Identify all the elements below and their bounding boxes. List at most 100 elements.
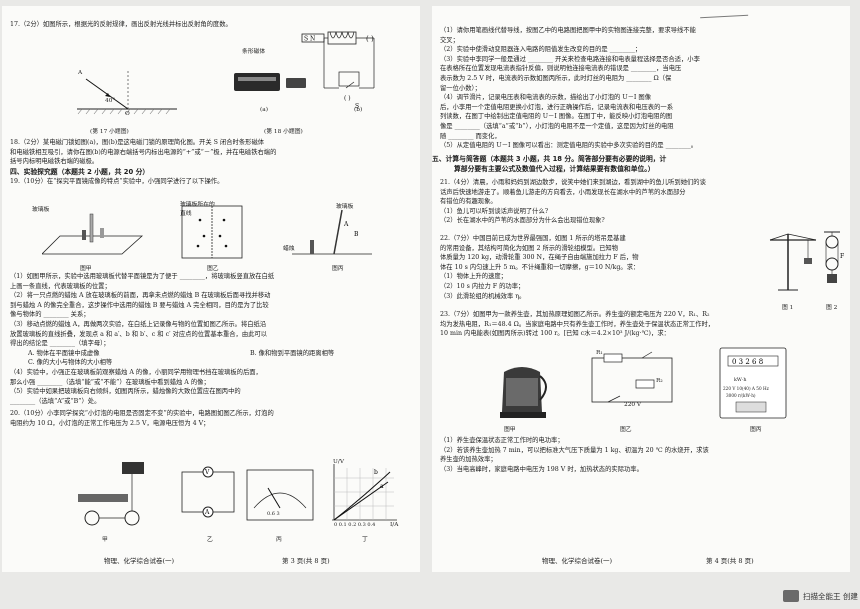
q21-block: 21.（4分）清晨，小雨和妈妈到湖边散步，说笑中她们来到湖边，看到湖中的鱼儿听到… bbox=[440, 178, 850, 226]
r-line-9: 后，小李用一个定值电阻更换小灯泡，进行正确操作后，记录电流表和电压表的一系 bbox=[440, 103, 673, 111]
svg-text:A: A bbox=[343, 221, 349, 228]
fig18-label-b: (b) bbox=[354, 107, 363, 113]
q18-block: 18.（2分）某电磁门锁如图(a)，图(b)是这电磁门锁的原理简化图。开关 S … bbox=[10, 138, 420, 186]
fig20-caption-ding: 丁 bbox=[362, 537, 368, 543]
q21-line-1: 21.（4分）清晨，小雨和妈妈到湖边散步，说笑中她们来到湖边，看到湖中的鱼儿听到… bbox=[440, 179, 706, 186]
r-line-7: 留一位小数）； bbox=[440, 84, 481, 92]
q21-line-5: （2）长在湖水中的芦苇的水面部分为什么会出现错位现象? bbox=[440, 217, 605, 225]
q19-line-12: （5）实验中如果把玻璃板向右倾斜，如图丙所示，蜡烛像的大致位置应在图丙中的 bbox=[10, 388, 241, 396]
fig23-meter-rate: 3000 r/(kW·h) bbox=[726, 393, 756, 398]
fig19-line-label: 玻璃板所在的直线 bbox=[180, 202, 215, 217]
fig22-caption-2: 图 2 bbox=[826, 305, 838, 311]
q22-block: 22.（7分）中国目前已成为世界最强国，如图 1 所示的塔吊是基建 的常用设备，… bbox=[440, 234, 760, 301]
fig23-voltage-label: 220 V bbox=[624, 402, 642, 408]
q19-block: （1）如图甲所示，实验中选用玻璃板代替平面镜是为了便于 ________，将玻璃… bbox=[10, 272, 420, 429]
q19-line-10: （4）实验中，小强正在玻璃板前观察蜡烛 A 的像，小丽同学用物理书挡在玻璃板的后… bbox=[10, 368, 262, 376]
svg-text:0 3 2 6 8: 0 3 2 6 8 bbox=[732, 358, 763, 366]
svg-text:( ): ( ) bbox=[366, 35, 374, 43]
fig23-caption-yi: 图乙 bbox=[620, 427, 632, 433]
section-5-line-2: 算部分要有主要公式及数值代入过程，计算结果要有数值和单位。） bbox=[454, 165, 655, 173]
fig23-caption-bing: 图丙 bbox=[750, 427, 762, 433]
q19-option-a: A. 物体在平面镜中成虚像 bbox=[28, 349, 100, 357]
q19-line-6: 像与物体的 ________ 关系； bbox=[10, 311, 90, 319]
svg-text:F: F bbox=[840, 253, 844, 260]
fig23-meter-unit: kW·h bbox=[734, 378, 747, 383]
q19-line-5: 到与蜡烛 A 的像完全重合，这步操作中选用的蜡烛 B 要与蜡烛 A 完全相同，目… bbox=[10, 301, 269, 309]
fig23-r2-label: R₂ bbox=[656, 378, 663, 384]
fig18-label-a: (a) bbox=[260, 107, 268, 113]
fig17-caption: (第 17 小题图) bbox=[90, 129, 129, 135]
fig19-candle-label: 蜡烛 bbox=[283, 246, 295, 252]
q20-line-2: 电阻约为 10 Ω，小灯泡的正常工作电压为 2.5 V，电源电压恒为 4 V； bbox=[10, 419, 210, 427]
scanner-app-logo-icon bbox=[783, 590, 799, 602]
r-line-3: （2）实验中使滑动变阻器连入电路的阻值发生改变的目的是 ________； bbox=[440, 46, 642, 54]
fig20-axis-i: I/A bbox=[390, 522, 399, 528]
r-line-8: （4）调节滑片，记录电压表和电流表的示数，描绘出了小灯泡的 U－I 图像 bbox=[440, 94, 652, 102]
q19-line-4: （2）将一只点燃的蜡烛 A 放在玻璃板的前面，再拿未点燃的蜡烛 B 在玻璃板后面… bbox=[10, 292, 271, 300]
q19-line-9: 得出的结论是 ________（填字母）； bbox=[10, 340, 110, 348]
q19-line-2: （1）如图甲所示，实验中选用玻璃板代替平面镜是为了便于 ________，将玻璃… bbox=[10, 273, 275, 280]
q18-line-2: 和电磁铁相互吸引，请你在图(b)的电源右端括号内标出电源的“+”或“－”极，并在… bbox=[10, 148, 277, 156]
fig18-electromagnetic-lock: S N ( ) ( ) S bbox=[224, 28, 394, 124]
r-line-2: 交叉； bbox=[440, 36, 459, 44]
q19-line-1: 19.（10分）在“探究平面镜成像的特点”实验中，小强同学进行了以下操作。 bbox=[10, 177, 224, 185]
q22-line-3: 体质量为 120 kg，动滑轮重 300 N，在绳子自由端施加拉力 F 后，物 bbox=[440, 254, 639, 262]
q23-line-4: （1）养生壶保温状态正常工作时的电功率； bbox=[440, 437, 564, 444]
r-line-10: 列读数，在图丁中绘制出定值电阻的 U－I 图像。在图丁中，能反映小灯泡电阻的图 bbox=[440, 113, 673, 121]
section-5-heading: 五、计算与简答题（本题共 3 小题，共 18 分。简答部分要有必要的说明，计 算… bbox=[432, 154, 850, 174]
r-line-6: 表示数为 2.5 V 时，电流表的示数如图丙所示，此时灯丝的电阻为 ______… bbox=[440, 74, 672, 82]
q22-line-4: 体在 10 s 内匀速上升 5 m。不计绳重和一切摩擦，g＝10 N/kg。求： bbox=[440, 263, 640, 271]
svg-text:A: A bbox=[204, 509, 210, 516]
q23-block: 23.（7分）如图甲为一款养生壶，其加热原理如图乙所示。养生壶的额定电压为 22… bbox=[440, 310, 850, 339]
q19-line-13: ________（选填“A”或“B”）处。 bbox=[10, 397, 101, 405]
fig19-caption-bing: 图丙 bbox=[332, 266, 344, 272]
fig20-caption-bing: 丙 bbox=[276, 537, 282, 543]
left-footer-page: 第 3 页(共 8 页) bbox=[282, 557, 330, 565]
fig22-crane-pulley: F bbox=[764, 228, 846, 300]
fig20-caption-yi: 乙 bbox=[207, 537, 213, 543]
q23-line-3: 10 min 内电能表(如图丙所示)转过 100 r。[已知 c水＝4.2×10… bbox=[440, 330, 670, 338]
q23-line-2: 均为发热电阻，R₁＝48.4 Ω。当家庭电路中只有养生壶工作时，养生壶处于保温状… bbox=[440, 320, 715, 328]
fig23-kettle-circuit-meter: 0 3 2 6 8 bbox=[492, 342, 792, 422]
fig18-strip-label: 条形磁体 bbox=[242, 49, 266, 55]
fig19-glass-label: 玻璃板 bbox=[32, 207, 50, 213]
left-exam-page: 17.（2分）如图所示，根据光的反射规律，画出反射光线并标出反射角的度数。 A … bbox=[2, 6, 420, 572]
scanner-watermark-text: 扫描全能王 创建 bbox=[803, 592, 858, 601]
r-line-5: 在表格所在位置发现电流表指针反偏，则说明他连接电流表的错误是 ________，… bbox=[440, 65, 682, 73]
right-footer-page: 第 4 页(共 8 页) bbox=[706, 557, 754, 565]
q22-line-7: （3）此滑轮组的机械效率 η。 bbox=[440, 292, 526, 300]
svg-text:S N: S N bbox=[304, 36, 315, 43]
section-5-line-1: 五、计算与简答题（本题共 3 小题，共 18 分。简答部分要有必要的说明，计 bbox=[432, 155, 667, 163]
left-footer-subject: 物理、化学综合试卷(一) bbox=[104, 557, 175, 565]
q20-line-1: 20.（10分）小李同学探究“小灯泡的电阻是否固定不变”的实验中，电路图如图乙所… bbox=[10, 410, 274, 418]
svg-text:S: S bbox=[355, 103, 359, 110]
svg-text:a: a bbox=[380, 483, 384, 490]
q20-continued-block: （1）请你用笔画线代替导线，按图乙中的电路图把图甲中的实物图连接完整，要求导线不… bbox=[440, 26, 850, 151]
r-line-11: 像是 ________（选填“a”或“b”），小灯泡的电阻不是一个定值，这是因为… bbox=[440, 122, 674, 130]
fig23-meter-spec: 220 V 10(40) A 50 Hz bbox=[723, 386, 769, 391]
q21-line-3: 有错位的有趣现象。 bbox=[440, 198, 497, 206]
fig19-caption-jia: 图甲 bbox=[80, 266, 92, 272]
section-4-heading: 四、实验探究题（本题共 2 小题，共 20 分） bbox=[10, 167, 150, 176]
fig20-axis-u: U/V bbox=[333, 459, 345, 465]
right-footer-subject: 物理、化学综合试卷(一) bbox=[542, 557, 613, 565]
fig20-axis-ticks: 0 0.1 0.2 0.3 0.4 bbox=[334, 522, 376, 528]
fig19-glass-label-c: 玻璃板 bbox=[336, 204, 354, 210]
svg-text:V: V bbox=[204, 469, 210, 476]
q19-option-b: B. 像和物到平面镜的距离相等 bbox=[250, 349, 335, 357]
q22-line-5: （1）物体上升的速度； bbox=[440, 273, 507, 281]
q19-line-11: 那么小强 ________（选填“能”或“不能”）在玻璃板中看到蜡烛 A 的像； bbox=[10, 378, 210, 386]
svg-text:B: B bbox=[354, 231, 359, 238]
q19-options-ab: A. 物体在平面镜中成虚像 B. 像和物到平面镜的距离相等 bbox=[10, 349, 420, 359]
q23-line-6: 养生壶的加热效率； bbox=[440, 456, 497, 464]
q21-line-2: 话声后快速地游走了。顺着鱼儿游走的方向看去，小雨发现长在湖水中的芦苇的水面部分 bbox=[440, 188, 686, 196]
q18-line-3: 括号内标明电磁铁右端的磁极。 bbox=[10, 158, 99, 166]
q17-text: 17.（2分）如图所示，根据光的反射规律，画出反射光线并标出反射角的度数。 bbox=[10, 21, 232, 28]
fig17-label-a: A bbox=[78, 70, 83, 76]
r-line-13: （5）从定值电阻的 U－I 图像可以看出：测定值电阻的实验中多次实验的目的是 _… bbox=[440, 142, 698, 150]
r-line-12: 随 ________ 而变化， bbox=[440, 132, 501, 140]
fig23-r1-label: R₁ bbox=[596, 350, 603, 356]
fig19-caption-yi: 图乙 bbox=[207, 266, 219, 272]
svg-text:( ): ( ) bbox=[344, 95, 351, 102]
